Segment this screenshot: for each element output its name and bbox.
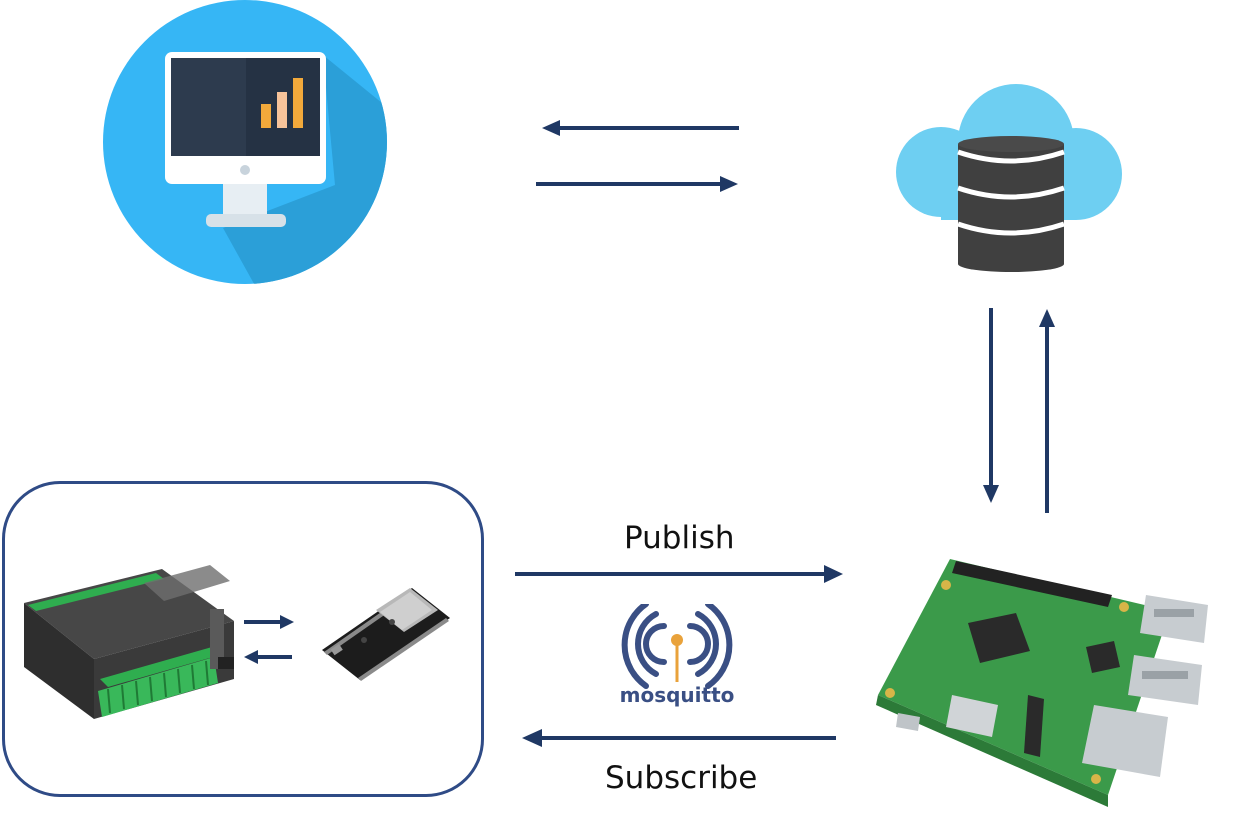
mosquitto-logo: mosquitto	[612, 604, 742, 710]
device-group-box	[2, 481, 484, 797]
publish-label: Publish	[624, 520, 735, 556]
subscribe-label: Subscribe	[605, 760, 758, 796]
cloud-pi-arrows	[983, 308, 1055, 513]
esp32-board-image	[314, 580, 456, 690]
monitor-cloud-arrows	[536, 120, 739, 192]
mosquitto-text: mosquitto	[620, 683, 735, 707]
plc-controller-image	[14, 561, 240, 729]
publish-arrow	[515, 565, 843, 583]
plc-esp32-arrows	[244, 615, 294, 664]
raspberry-pi-image	[868, 545, 1213, 810]
cloud-database-icon	[896, 84, 1122, 274]
monitor-dashboard-icon	[103, 0, 388, 285]
subscribe-arrow	[522, 729, 836, 747]
